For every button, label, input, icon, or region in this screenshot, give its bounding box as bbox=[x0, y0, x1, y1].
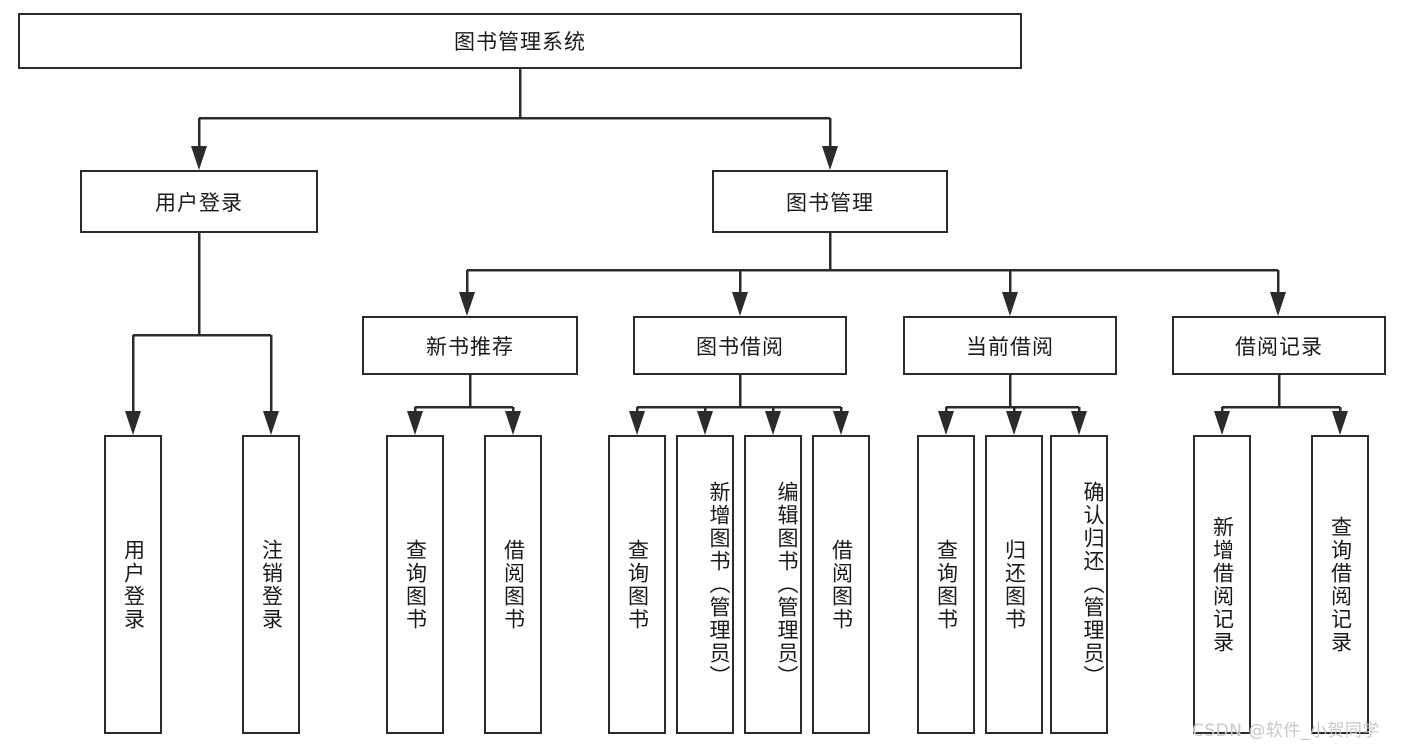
node-label: 图书借阅 bbox=[696, 334, 784, 359]
node-label: 用户登录 bbox=[121, 538, 146, 631]
csdn-watermark: CSDN @软件_小贺同学 bbox=[1192, 721, 1380, 741]
node-label: 注销登录 bbox=[259, 538, 284, 631]
node-label: 查询图书 bbox=[403, 538, 428, 631]
node-level2-3[interactable]: 借阅记录 bbox=[1172, 316, 1386, 375]
node-label: 查询借阅记录 bbox=[1328, 515, 1353, 654]
node-level2-2[interactable]: 当前借阅 bbox=[903, 316, 1117, 375]
node-label: 借阅图书 bbox=[829, 538, 854, 631]
node-label: 图书管理系统 bbox=[454, 30, 586, 54]
node-leaf-3[interactable]: 借阅图书 bbox=[484, 435, 542, 734]
node-level1-1[interactable]: 图书管理 bbox=[712, 170, 948, 233]
node-label: 确认归还（管理员） bbox=[1081, 481, 1105, 688]
node-label: 图书管理 bbox=[786, 190, 874, 215]
node-leaf-11[interactable]: 新增借阅记录 bbox=[1193, 435, 1251, 734]
node-leaf-9[interactable]: 归还图书 bbox=[985, 435, 1043, 734]
node-leaf-1[interactable]: 注销登录 bbox=[242, 435, 300, 734]
node-label: 新增图书（管理员） bbox=[707, 481, 731, 688]
node-leaf-5[interactable]: 新增图书（管理员） bbox=[676, 435, 734, 734]
node-label: 借阅图书 bbox=[501, 538, 526, 631]
node-root-0[interactable]: 图书管理系统 bbox=[18, 13, 1022, 69]
node-label: 新书推荐 bbox=[426, 334, 514, 359]
node-leaf-7[interactable]: 借阅图书 bbox=[812, 435, 870, 734]
node-leaf-6[interactable]: 编辑图书（管理员） bbox=[744, 435, 802, 734]
node-leaf-10[interactable]: 确认归还（管理员） bbox=[1050, 435, 1108, 734]
node-leaf-4[interactable]: 查询图书 bbox=[608, 435, 666, 734]
node-leaf-2[interactable]: 查询图书 bbox=[386, 435, 444, 734]
node-level2-0[interactable]: 新书推荐 bbox=[362, 316, 578, 375]
node-label: 新增借阅记录 bbox=[1210, 515, 1235, 654]
node-leaf-0[interactable]: 用户登录 bbox=[104, 435, 162, 734]
node-label: 当前借阅 bbox=[966, 334, 1054, 359]
node-label: 查询图书 bbox=[934, 538, 959, 631]
node-leaf-12[interactable]: 查询借阅记录 bbox=[1311, 435, 1369, 734]
node-level1-0[interactable]: 用户登录 bbox=[80, 170, 318, 233]
node-level2-1[interactable]: 图书借阅 bbox=[633, 316, 847, 375]
node-label: 借阅记录 bbox=[1235, 334, 1323, 359]
node-label: 归还图书 bbox=[1002, 538, 1027, 631]
node-label: 查询图书 bbox=[625, 538, 650, 631]
node-label: 用户登录 bbox=[155, 190, 243, 215]
node-label: 编辑图书（管理员） bbox=[775, 481, 799, 688]
node-leaf-8[interactable]: 查询图书 bbox=[917, 435, 975, 734]
